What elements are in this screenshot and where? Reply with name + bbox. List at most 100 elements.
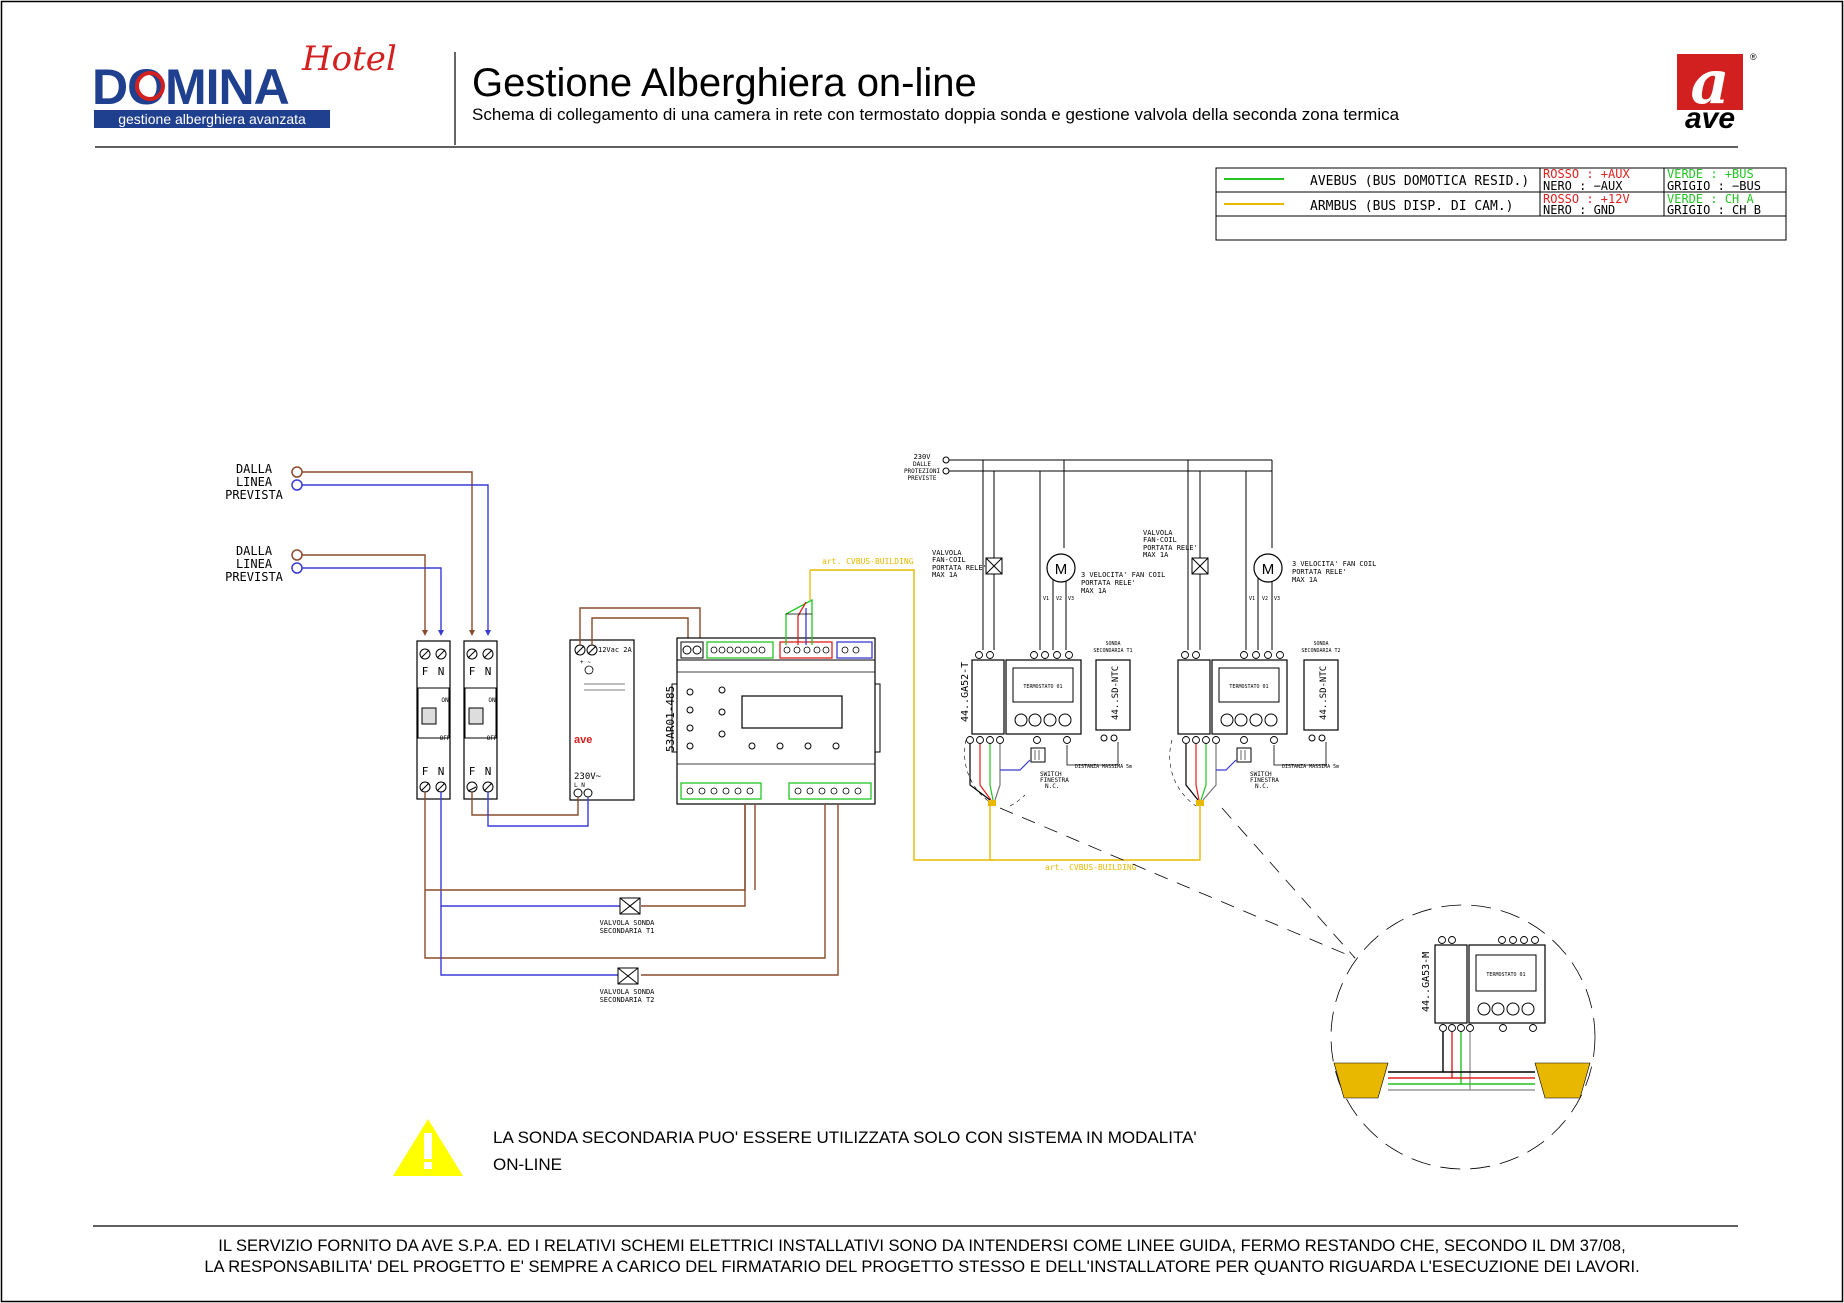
breaker2-off: OFF: [487, 735, 498, 742]
power-icon: [135, 71, 165, 101]
unit2-motor: M 3 VELOCITA' FAN COIL PORTATA RELE' MAX…: [1249, 553, 1376, 602]
valve-t2-line2: SECONDARIA T2: [600, 996, 655, 1004]
legend-avebus-black: NERO : −AUX: [1543, 179, 1623, 193]
warning-line1: LA SONDA SECONDARIA PUO' ESSERE UTILIZZA…: [493, 1128, 1197, 1147]
valve-t1-line2: SECONDARIA T1: [600, 927, 655, 935]
motor-icon: [1253, 553, 1283, 583]
unit1-thermo-screen: TERMOSTATO 01: [1023, 684, 1062, 690]
source1-line1: DALLA: [236, 462, 273, 476]
controller-53ar01: 53AR01-485: [664, 637, 881, 805]
unit2-valve-line4: MAX 1A: [1143, 551, 1169, 559]
detail-thermo-code: 44..GA53-M: [1421, 952, 1432, 1012]
motor-icon: [1046, 553, 1076, 583]
breaker-1: F N ON OFF F N: [416, 640, 451, 800]
controller-blue-terminal: [836, 641, 873, 659]
breaker2-n-top: N: [485, 665, 492, 678]
thermostat-unit-2: TERMOSTATO 01 44..SD-NTC SONDA SECONDARI…: [1169, 641, 1341, 807]
unit1-motor-symbol: M: [1055, 561, 1068, 578]
unit1-motor: M 3 VELOCITA' FAN COIL PORTATA RELE' MAX…: [1043, 553, 1165, 602]
legend-armbus-grey: GRIGIO : CH B: [1667, 203, 1761, 217]
source2-line3: PREVISTA: [225, 570, 284, 584]
legend-label-armbus: ARMBUS (BUS DISP. DI CAM.): [1310, 199, 1514, 214]
unit2-motor-note3: MAX 1A: [1292, 576, 1318, 584]
line-source-1: DALLA LINEA PREVISTA: [225, 462, 303, 502]
psu-mains-wiring: [471, 792, 589, 827]
detail-thermo-screen: TERMOSTATO 01: [1486, 972, 1525, 978]
footer-line1: IL SERVIZIO FORNITO DA AVE S.P.A. ED I R…: [218, 1237, 1625, 1255]
unit1-probe-label2: SECONDARIA T1: [1093, 648, 1132, 654]
mains-line4: PREVISTE: [908, 475, 937, 482]
unit2-motor-note1: 3 VELOCITA' FAN COIL: [1292, 560, 1376, 568]
psu-brand: ave: [574, 734, 592, 746]
controller-label: 53AR01-485: [664, 686, 677, 752]
logo-main: DOMINA: [92, 59, 289, 115]
psu-input-label: 230V~: [574, 772, 602, 782]
bus-legend-table: AVEBUS (BUS DOMOTICA RESID.) ARMBUS (BUS…: [1215, 167, 1787, 241]
breaker1-f-top: F: [422, 665, 429, 678]
legend-avebus-green: VERDE : +BUS: [1667, 167, 1754, 181]
unit1-probe-code: 44..SD-NTC: [1111, 666, 1121, 720]
unit1-distance: DISTANZA MASSIMA 5m: [1075, 764, 1132, 770]
unit2-speed-2: V2: [1262, 596, 1268, 602]
ave-logo-letter: a: [1691, 48, 1730, 118]
unit1-thermo-code: 44..GA52-T: [960, 662, 971, 722]
unit2-valve-line3: PORTATA RELE': [1143, 544, 1198, 552]
controller-display: [741, 695, 843, 729]
valve-t1-line1: VALVOLA SONDA: [600, 919, 656, 927]
breaker1-on: ON: [441, 697, 449, 704]
mains-line3: PROTEZIONI: [904, 468, 941, 475]
detail-leaders: [999, 807, 1356, 959]
ave-logo-reg: ®: [1750, 52, 1757, 62]
breaker1-off: OFF: [440, 735, 451, 742]
unit2-distance: DISTANZA MASSIMA 5m: [1282, 764, 1339, 770]
breaker2-f-bot: F: [469, 765, 476, 778]
psu-input-ln: L N: [574, 782, 585, 789]
cvbus-bottom-label: art. CVBUS-BUILDING: [1045, 863, 1137, 872]
footer-line2: LA RESPONSABILITA' DEL PROGETTO E' SEMPR…: [204, 1258, 1639, 1276]
unit2-switch-1: SWITCH: [1250, 771, 1272, 778]
unit2-speed-3: V3: [1274, 596, 1280, 602]
ave-logo-name: ave: [1685, 102, 1735, 135]
source-wiring: [302, 471, 489, 630]
source1-line3: PREVISTA: [225, 488, 284, 502]
unit1-valve-line3: PORTATA RELE': [932, 564, 987, 572]
cvbus-connector-top: [785, 570, 813, 645]
unit2-relay-wiring: [1187, 460, 1273, 650]
unit1-motor-note1: 3 VELOCITA' FAN COIL: [1081, 571, 1165, 579]
unit1-relay-wiring: [982, 460, 1067, 650]
unit2-valve-line1: VALVOLA: [1143, 529, 1173, 537]
logo-tagline-bar: [94, 110, 330, 128]
source2-line2: LINEA: [236, 557, 273, 571]
breaker-input-arrows: [422, 630, 491, 636]
armbus-wiring: [810, 569, 1201, 861]
unit1-probe-label1: SONDA: [1105, 641, 1120, 647]
unit1-switch-2: FINESTRA: [1040, 777, 1069, 784]
unit2-motor-symbol: M: [1262, 561, 1275, 578]
mains-line1: 230V: [914, 453, 932, 461]
legend-armbus-green: VERDE : CH A: [1667, 192, 1754, 206]
unit1-motor-note2: PORTATA RELE': [1081, 579, 1136, 587]
unit2-thermo-screen: TERMOSTATO 01: [1229, 684, 1268, 690]
unit1-fancoil-valve: VALVOLA FAN-COIL PORTATA RELE' MAX 1A: [932, 549, 1003, 579]
page-subtitle: Schema di collegamento di una camera in …: [472, 105, 1400, 124]
unit2-speed-1: V1: [1249, 596, 1255, 602]
valve-t2: VALVOLA SONDA SECONDARIA T2: [600, 967, 656, 1004]
psu-controller-wiring: [579, 607, 701, 645]
valve-t1: VALVOLA SONDA SECONDARIA T1: [600, 897, 656, 935]
unit2-valve-line2: FAN-COIL: [1143, 536, 1177, 544]
legend-label-avebus: AVEBUS (BUS DOMOTICA RESID.): [1310, 174, 1529, 189]
unit1-valve-line4: MAX 1A: [932, 571, 958, 579]
psu-output-label: 12Vac 2A: [598, 646, 633, 654]
valve-t2-line1: VALVOLA SONDA: [600, 988, 656, 996]
legend-border: [1215, 167, 1787, 241]
unit1-valve-line1: VALVOLA: [932, 549, 962, 557]
unit2-probe-label1: SONDA: [1313, 641, 1328, 647]
mains-line2: DALLE: [913, 461, 931, 468]
unit1-speed-2: V2: [1056, 596, 1062, 602]
legend-avebus-red: ROSSO : +AUX: [1543, 167, 1630, 181]
breaker1-n-top: N: [438, 665, 445, 678]
legend-avebus-grey: GRIGIO : −BUS: [1667, 179, 1761, 193]
detail-zoom: TERMOSTATO 01 44..GA53-M: [1330, 904, 1596, 1170]
